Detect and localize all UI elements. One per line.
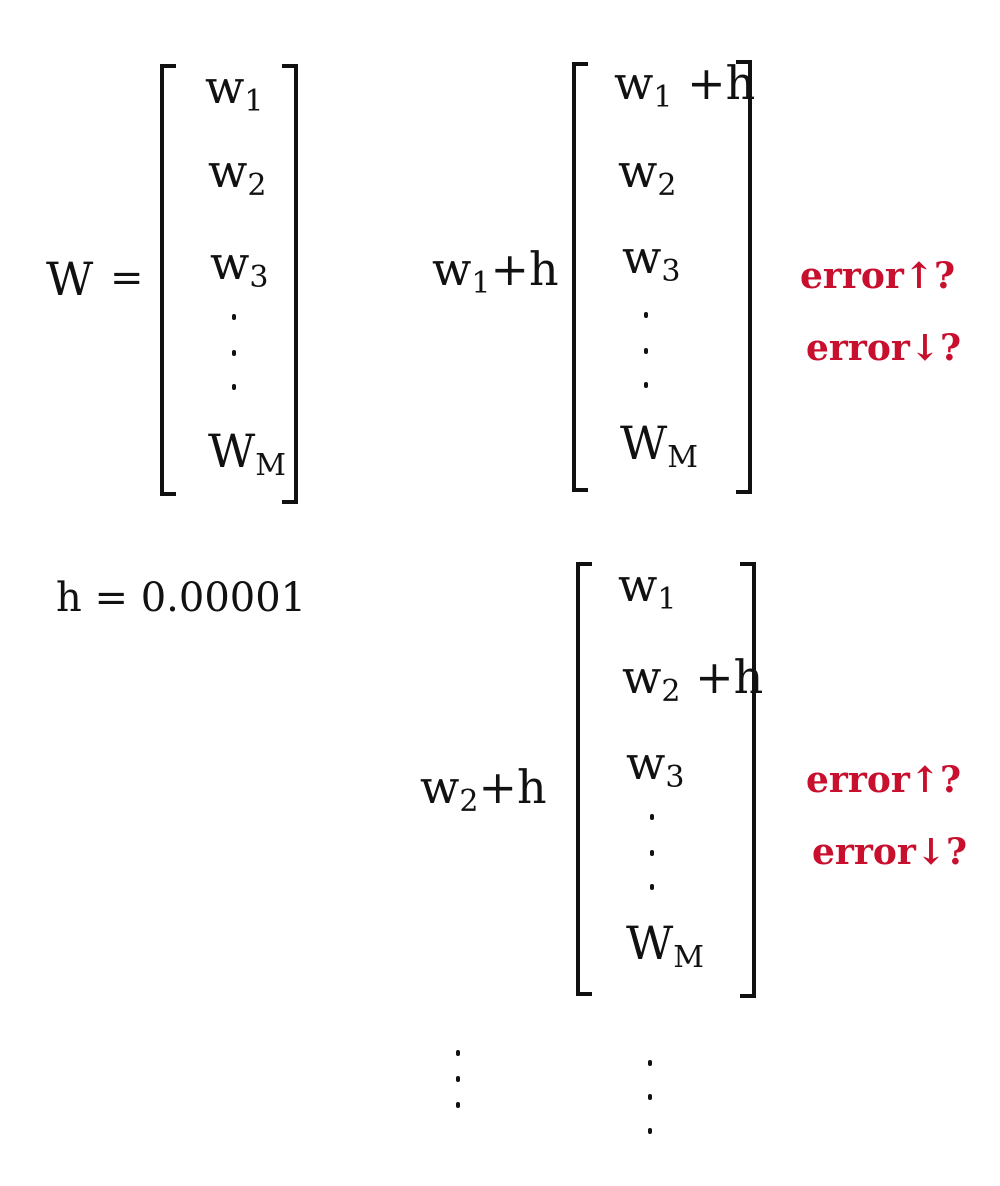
perturb-1-label: w1+h (432, 242, 559, 301)
w-left-bracket (160, 64, 176, 496)
perturb-1-entry-2: w2 (618, 144, 677, 203)
perturb-1-note-up: error↑? (800, 255, 956, 297)
w-entry-2: w2 (208, 144, 267, 203)
perturb-2-entry-3: w3 (626, 736, 685, 795)
continuation-dots-left (454, 1050, 462, 1130)
perturb-2-entry-1: w1 (618, 558, 677, 617)
perturb-1-right-bracket (736, 60, 752, 494)
perturb-1-note-down: error↓? (806, 327, 962, 369)
w-entry-m: WM (208, 424, 286, 483)
perturb-1-entry-1: w1 +h (614, 56, 756, 115)
perturb-2-entry-m: WM (626, 916, 704, 975)
perturb-2-label: w2+h (420, 760, 547, 819)
w-vertical-dots (230, 314, 238, 394)
w-entry-3: w3 (210, 236, 269, 295)
perturb-2-vertical-dots (648, 814, 656, 894)
perturb-2-entry-2: w2 +h (622, 650, 764, 709)
perturb-2-note-down: error↓? (812, 831, 968, 873)
w-right-bracket (282, 64, 298, 504)
w-entry-1: w1 (205, 60, 264, 119)
perturb-1-entry-m: WM (620, 416, 698, 475)
perturb-1-entry-3: w3 (622, 230, 681, 289)
perturb-1-vertical-dots (642, 312, 650, 392)
perturb-2-right-bracket (740, 562, 756, 998)
perturb-2-left-bracket (576, 562, 592, 996)
perturb-2-note-up: error↑? (806, 759, 962, 801)
vector-w-label: W (46, 252, 94, 306)
equals-sign: = (110, 255, 144, 301)
h-definition: h = 0.00001 (56, 575, 307, 621)
continuation-dots-right (646, 1060, 654, 1150)
perturb-1-left-bracket (572, 62, 588, 492)
